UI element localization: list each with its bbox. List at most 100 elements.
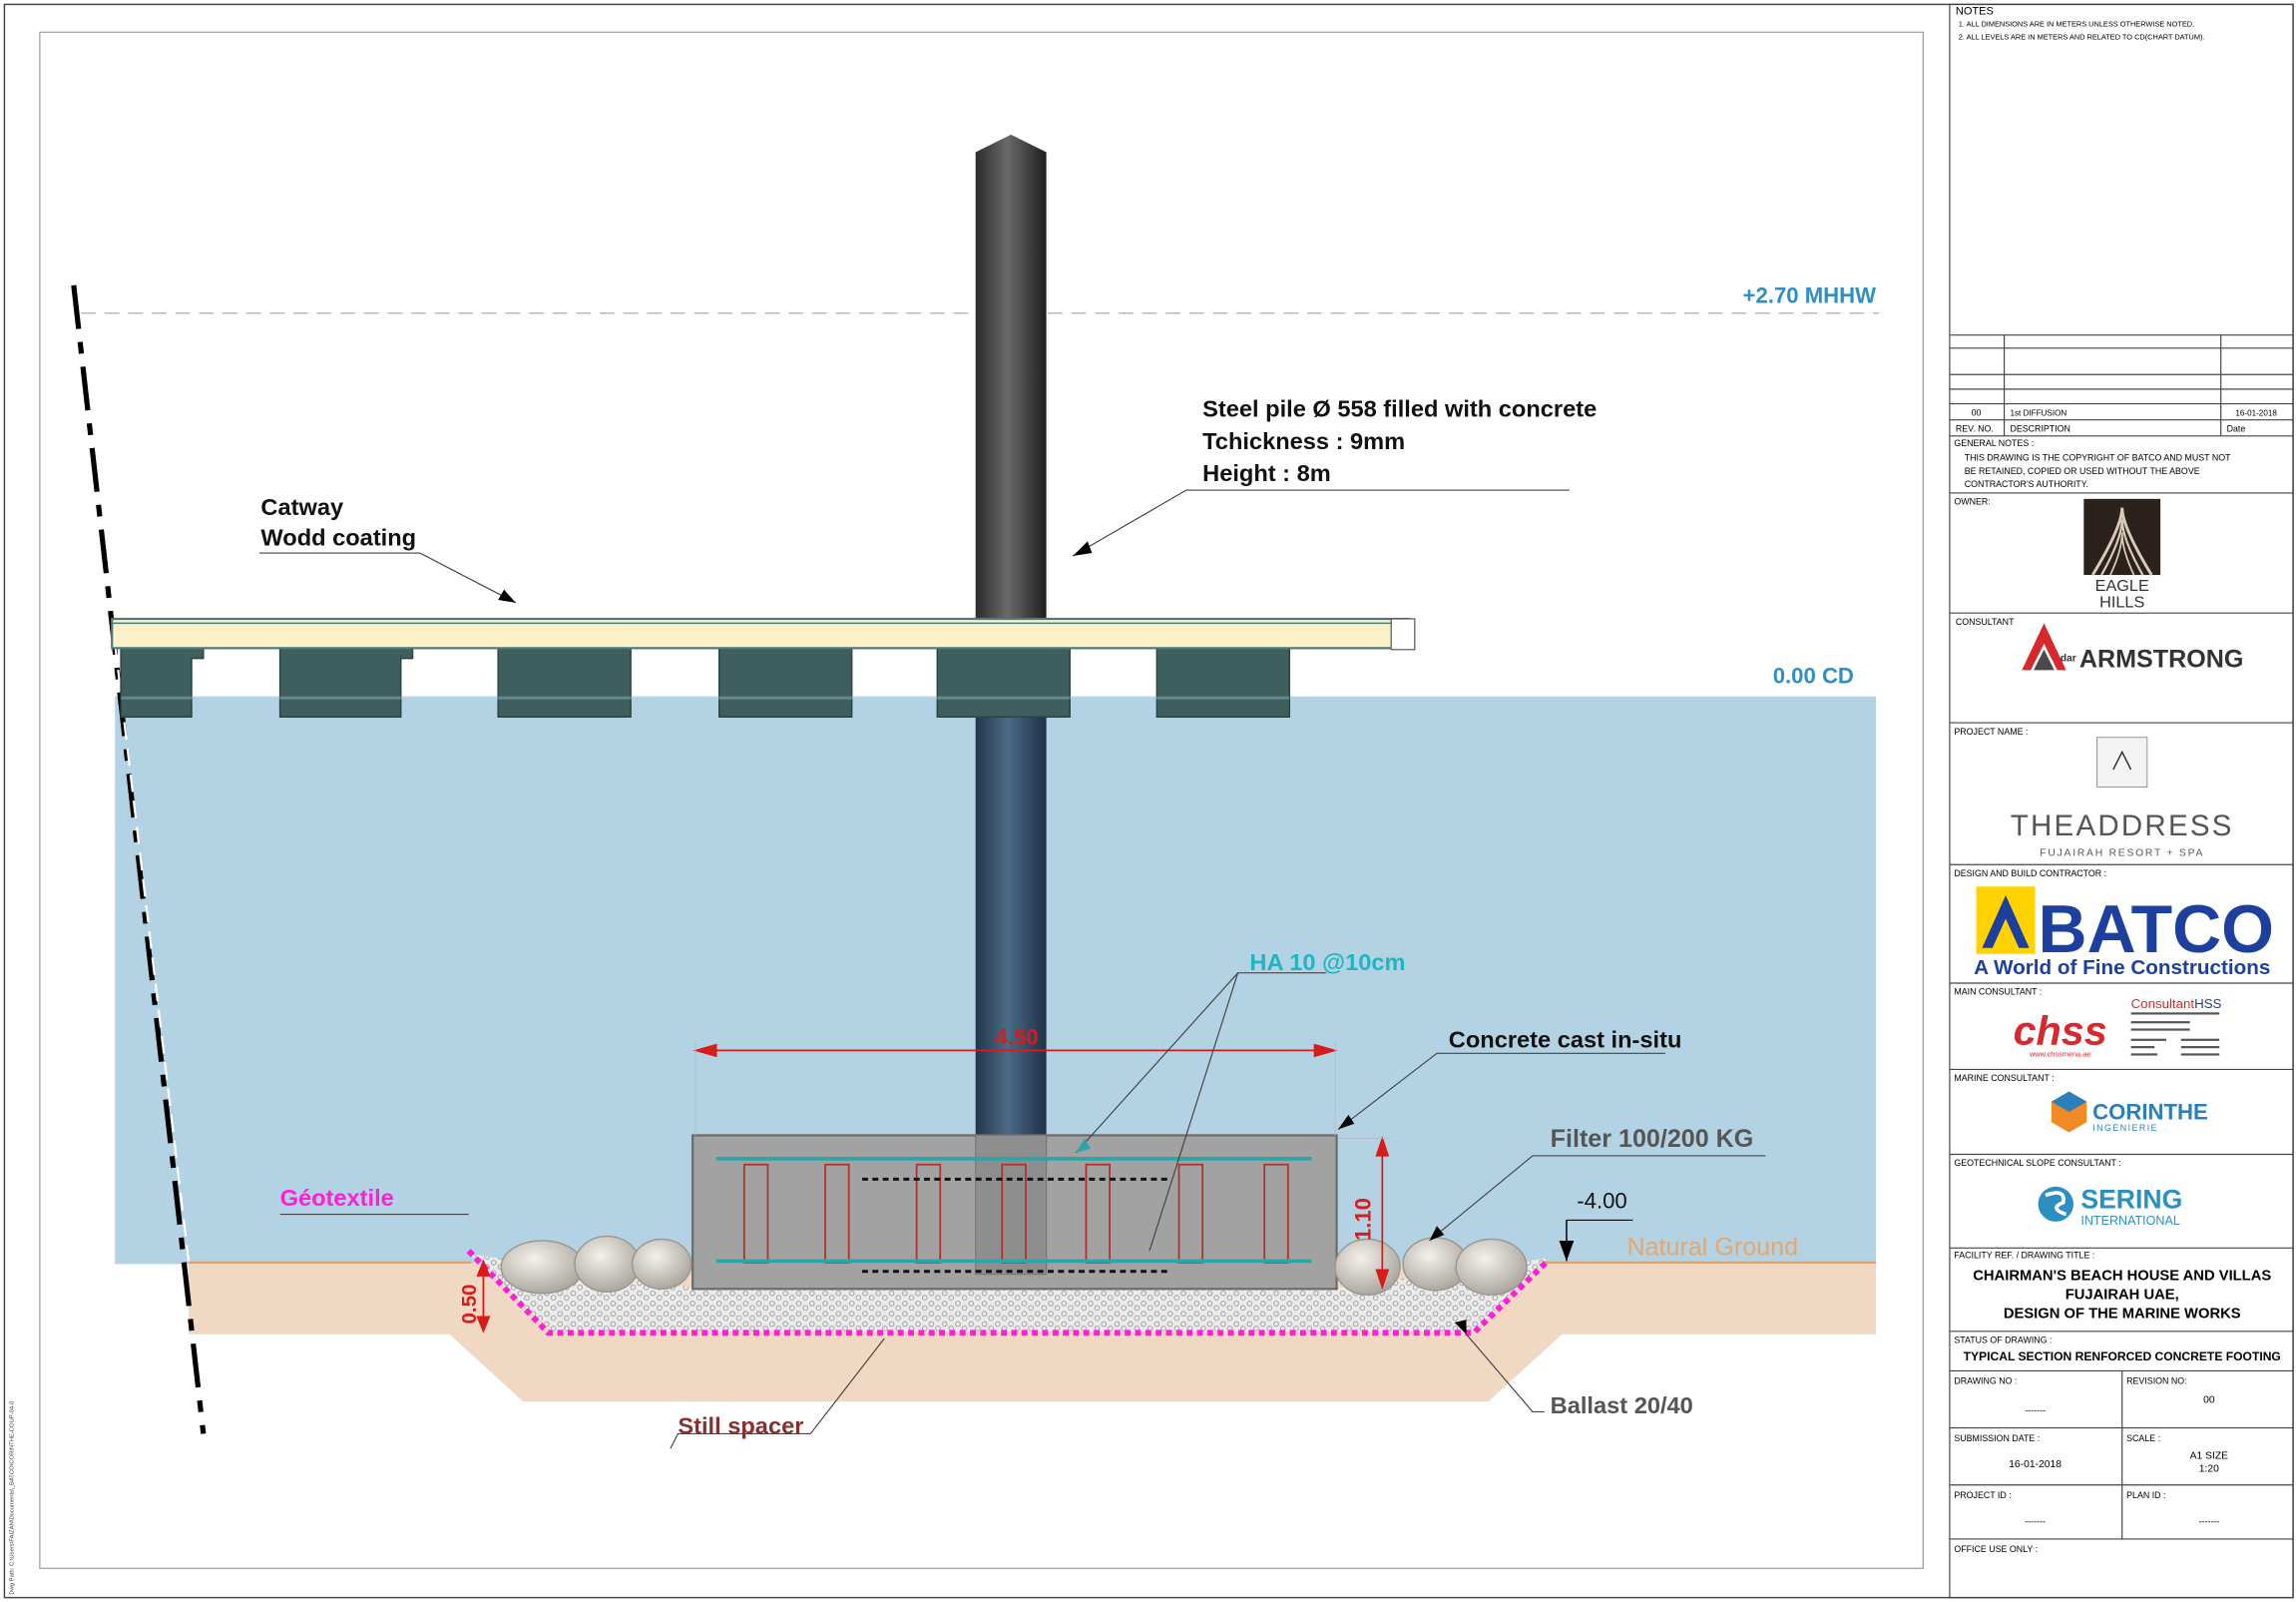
pile-label-1: Steel pile Ø 558 filled with concrete — [1202, 396, 1597, 422]
owner-name-2: HILLS — [2099, 593, 2144, 611]
marine-sub: INGENIERIE — [2092, 1123, 2158, 1133]
drawing-path-text: Dwg Path: C:\Users\FAIZAN\Documents\_BAT… — [9, 1400, 15, 1595]
catway-label-2: Wodd coating — [260, 525, 416, 551]
spacer-label: Still spacer — [678, 1413, 803, 1439]
ground-level-value: -4.00 — [1577, 1189, 1626, 1214]
revision-no-value: 00 — [2203, 1395, 2215, 1406]
revision-no-label: REVISION NO: — [2126, 1376, 2186, 1386]
consultant-name: ARMSTRONG — [2079, 645, 2244, 673]
filter-rocks-right — [1334, 1237, 1528, 1296]
general-notes-2: BE RETAINED, COPIED OR USED WITHOUT THE … — [1965, 466, 2200, 476]
leader-lines — [258, 489, 1766, 1449]
main-consultant-logo: chss — [2014, 1008, 2107, 1054]
float-4 — [717, 643, 853, 718]
eagle-hills-logo — [2083, 498, 2161, 576]
pile-in-footing — [975, 1134, 1048, 1276]
geotextile-label: Géotextile — [280, 1185, 394, 1211]
contractor-tagline: A World of Fine Constructions — [1974, 956, 2270, 979]
plan-id-label: PLAN ID : — [2126, 1490, 2165, 1500]
cd-level: 0.00 CD — [1773, 664, 1854, 689]
drawing-frame — [39, 31, 1924, 1569]
rev-header-no: REV. NO. — [1956, 423, 1994, 433]
dim-height — [1338, 1136, 1392, 1291]
notes-title: NOTES — [1956, 6, 1994, 18]
status-label: STATUS OF DRAWING : — [1954, 1335, 2052, 1345]
sering-logo-mark — [2038, 1186, 2073, 1222]
drawing-no-label: DRAWING NO : — [1954, 1376, 2017, 1386]
catway-floats — [120, 643, 1291, 718]
project-sub: FUJAIRAH RESORT + SPA — [2040, 847, 2204, 858]
office-label: OFFICE USE ONLY : — [1954, 1544, 2038, 1554]
corinthe-logo-mark — [2051, 1091, 2087, 1133]
ground-level-marker — [1559, 1219, 1633, 1262]
main-consultant-name-a: Consultant — [2131, 996, 2195, 1011]
general-notes-3: CONTRACTOR'S AUTHORITY. — [1965, 479, 2088, 489]
main-consultant-name: ConsultantHSS — [2131, 996, 2222, 1011]
note-2: 2. ALL LEVELS ARE IN METERS AND RELATED … — [1959, 33, 2205, 42]
rebar-label: HA 10 @10cm — [1249, 949, 1405, 975]
main-consultant-web: www.chssmena.ae — [2029, 1049, 2090, 1058]
project-id-value: ------- — [2025, 1516, 2046, 1526]
catway-end-cap — [1390, 618, 1416, 651]
facility-title-2: FUJAIRAH UAE, — [2066, 1288, 2179, 1304]
dim-width-value: 4.50 — [995, 1025, 1038, 1050]
owner-name-1: EAGLE — [2095, 577, 2149, 595]
marine-label: MARINE CONSULTANT : — [1954, 1073, 2054, 1083]
submission-value: 16-01-2018 — [2009, 1459, 2062, 1470]
geotech-name: SERING — [2080, 1185, 2182, 1215]
ballast-label: Ballast 20/40 — [1551, 1392, 1693, 1418]
dim-width — [692, 1041, 1338, 1136]
contractor-name: BATCO — [2039, 892, 2274, 967]
float-1 — [120, 643, 205, 718]
rev-description: 1st DIFFUSION — [2010, 408, 2066, 417]
main-consultant-label: MAIN CONSULTANT : — [1954, 987, 2042, 997]
rebar-arrow — [1076, 1138, 1091, 1154]
geotech-label: GEOTECHNICAL SLOPE CONSULTANT : — [1954, 1158, 2120, 1168]
mhhw-level: +2.70 MHHW — [1743, 282, 1877, 307]
note-1: 1. ALL DIMENSIONS ARE IN METERS UNLESS O… — [1959, 19, 2194, 28]
dim-height-value: 1.10 — [1350, 1198, 1375, 1241]
filter-label: Filter 100/200 KG — [1551, 1125, 1754, 1153]
scale-label: SCALE : — [2126, 1433, 2160, 1443]
leader-arrows — [498, 541, 1467, 1335]
plan-id-value: ------- — [2199, 1516, 2220, 1526]
main-consultant-details — [2130, 1012, 2220, 1056]
filter-rocks-left — [500, 1235, 692, 1295]
float-3 — [497, 643, 632, 718]
rebar-mats — [715, 1157, 1312, 1264]
dim-depth-value: 0.50 — [458, 1285, 481, 1325]
natural-ground-label: Natural Ground — [1626, 1234, 1798, 1262]
geotech-sub: INTERNATIONAL — [2080, 1214, 2180, 1228]
consultant-prefix: dar — [2061, 654, 2076, 665]
catway-label-1: Catway — [260, 494, 343, 520]
facility-title-1: CHAIRMAN'S BEACH HOUSE AND VILLAS — [1973, 1269, 2271, 1285]
steel-pile-top — [975, 134, 1047, 697]
geotextile-line — [466, 1249, 1550, 1336]
owner-label: OWNER: — [1954, 497, 1990, 507]
general-notes-title: GENERAL NOTES : — [1954, 438, 2034, 448]
project-id-label: PROJECT ID : — [1954, 1490, 2011, 1500]
float-waterline — [121, 696, 1290, 700]
project-name: THEADDRESS — [2011, 809, 2234, 842]
pile-label-2: Tchickness : 9mm — [1202, 428, 1405, 454]
title-block — [1949, 3, 2294, 1599]
armstrong-logo — [2022, 623, 2066, 671]
scale-value-2: 1:20 — [2199, 1464, 2219, 1475]
project-label: PROJECT NAME : — [1954, 727, 2028, 737]
contractor-label: DESIGN AND BUILD CONTRACTOR : — [1954, 868, 2106, 878]
quay-slope-line — [71, 284, 207, 1434]
rev-header-date: Date — [2227, 423, 2246, 433]
concrete-label: Concrete cast in-situ — [1449, 1027, 1682, 1053]
general-notes-1: THIS DRAWING IS THE COPYRIGHT OF BATCO A… — [1965, 453, 2231, 463]
float-2 — [278, 643, 414, 718]
rev-date: 16-01-2018 — [2235, 408, 2277, 417]
submission-label: SUBMISSION DATE : — [1954, 1433, 2040, 1443]
ballast-gravel — [468, 1254, 1548, 1332]
rev-header-description: DESCRIPTION — [2010, 423, 2069, 433]
status-value: TYPICAL SECTION RENFORCED CONCRETE FOOTI… — [1964, 1349, 2281, 1363]
address-logo — [2096, 737, 2148, 789]
rev-no: 00 — [1972, 407, 1982, 417]
marine-name: CORINTHE — [2092, 1099, 2208, 1124]
main-consultant-name-b: HSS — [2194, 996, 2221, 1011]
